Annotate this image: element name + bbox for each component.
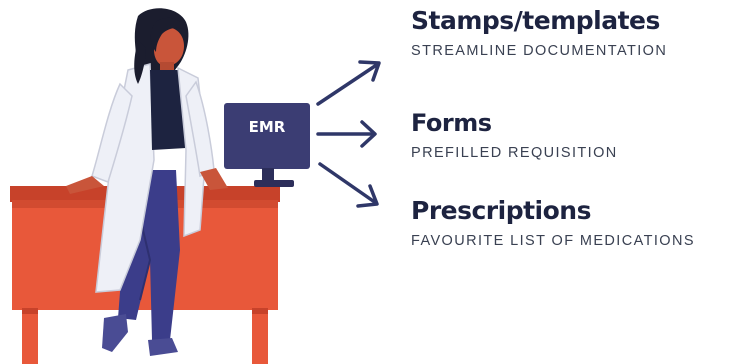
monitor: [224, 103, 310, 187]
monitor-label: EMR: [248, 118, 286, 136]
feature-subtitle: FAVOURITE LIST OF MEDICATIONS: [411, 233, 695, 249]
feature-title: Forms: [411, 109, 492, 137]
feature-subtitle: PREFILLED REQUISITION: [411, 145, 618, 161]
arrow-down: [318, 162, 379, 208]
feature-title: Stamps/templates: [411, 6, 660, 35]
feature-forms: Forms PREFILLED REQUISITION: [411, 109, 618, 161]
feature-stamps: Stamps/templates STREAMLINE DOCUMENTATIO…: [411, 6, 667, 59]
arrow-right: [316, 120, 377, 148]
doctor-figure: [66, 8, 228, 356]
feature-subtitle: STREAMLINE DOCUMENTATION: [411, 43, 668, 59]
arrow-up: [316, 60, 381, 106]
feature-title: Prescriptions: [411, 196, 591, 225]
feature-prescriptions: Prescriptions FAVOURITE LIST OF MEDICATI…: [411, 196, 695, 249]
